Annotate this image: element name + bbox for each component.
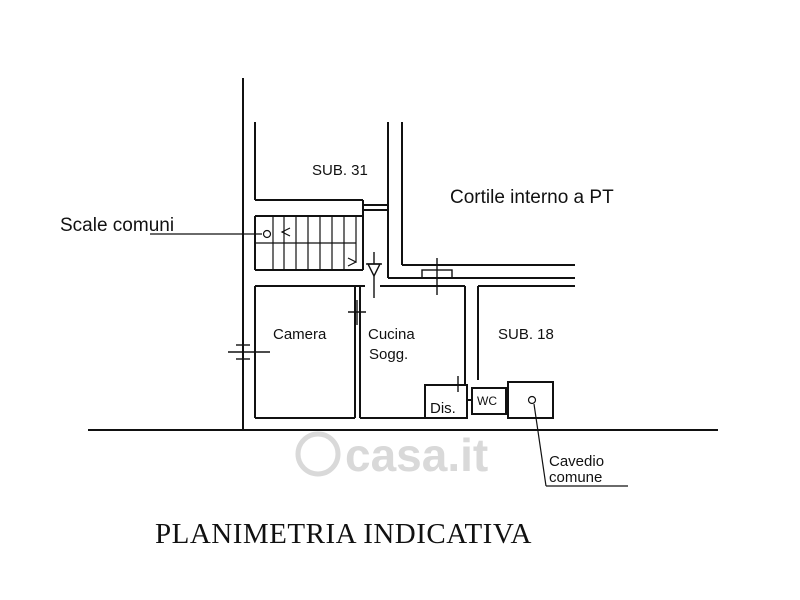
leader-lines xyxy=(150,229,628,487)
label-cortile: Cortile interno a PT xyxy=(450,187,614,208)
label-comune: comune xyxy=(549,469,602,486)
stairs xyxy=(255,216,357,270)
label-cavedio: Cavedio xyxy=(549,453,604,470)
label-dis: Dis. xyxy=(430,400,456,417)
walls xyxy=(242,78,575,430)
plan-title: PLANIMETRIA INDICATIVA xyxy=(155,518,532,550)
label-sub18: SUB. 18 xyxy=(498,326,554,343)
watermark: casa.it xyxy=(295,429,488,481)
openings xyxy=(228,252,459,392)
label-cucina: Cucina xyxy=(368,326,415,343)
watermark-text: casa.it xyxy=(345,429,488,481)
label-sub31: SUB. 31 xyxy=(312,162,368,179)
label-scale-comuni: Scale comuni xyxy=(60,215,174,236)
label-soggiorno: Sogg. xyxy=(369,346,408,363)
label-camera: Camera xyxy=(273,326,327,343)
label-wc: WC xyxy=(477,394,497,408)
